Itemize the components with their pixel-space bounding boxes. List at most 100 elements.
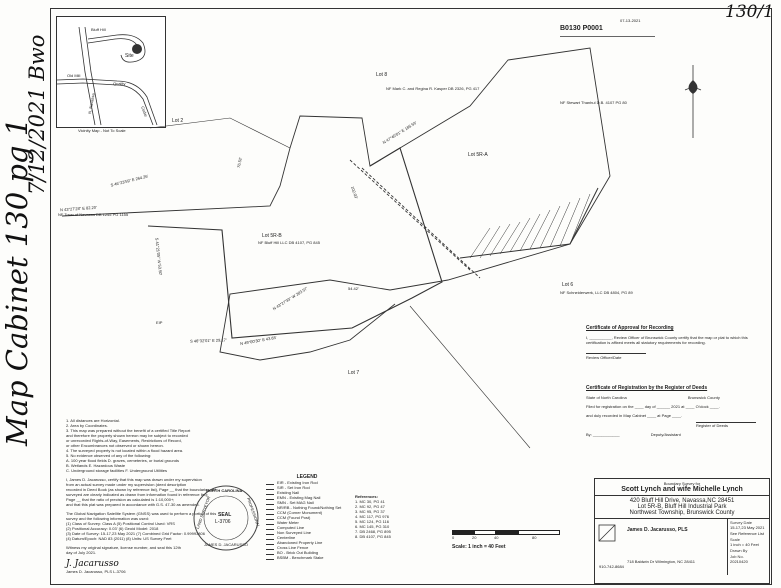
legend-item: BO - Brick Out Building <box>266 550 348 555</box>
vicinity-road-bluff-hill: Bluff Hill <box>91 27 106 32</box>
legend-title: LEGEND <box>296 474 318 480</box>
gnss-line: (2) Positional Accuracy: 0.03' (6) Geoid… <box>66 526 159 531</box>
legend-item: Water Meter <box>266 520 348 525</box>
owner-kasper-label: NF Mark C. and Regina R. Kasper DB 2326,… <box>386 86 480 91</box>
vicinity-map: Bluff Hill Old Mill N. Navassa Quality C… <box>56 16 166 128</box>
scale-bar-graphic <box>452 530 572 535</box>
legend-item-label: Abandoned Property Line <box>277 540 323 545</box>
registration-deputy: Deputy/Assistant <box>650 432 681 437</box>
legend-item: Non Surveyed Line <box>266 530 348 535</box>
surveyor-seal: NORTH CAROLINA PROFESSIONAL LAND SURVEYO… <box>192 484 261 552</box>
legend-item-label: NR/RB - Nothing Found/Nothing Set <box>277 505 342 510</box>
plat-drawing <box>61 47 611 449</box>
legend-item-label: Computed Line <box>277 525 305 530</box>
stamp-book-page: B0130 P0001 <box>560 25 603 32</box>
legend-symbol-icon <box>266 516 274 520</box>
title-township: Northwest Township, Brunswick County <box>629 510 735 516</box>
approval-heading: Certificate of Approval for Recording <box>586 325 674 331</box>
title-block: Boundary Survey for Scott Lynch and wife… <box>594 478 770 584</box>
scale-tick-0: 0 <box>452 535 455 540</box>
legend-item: BSBM - Benchmark Stake <box>266 555 348 560</box>
legend-item: CCM (Corner Monument) <box>266 510 348 515</box>
title-address: 420 Bluff Hill Drive, Navassa,NC 28451 <box>629 498 735 504</box>
legend-item: Existing Nail <box>266 490 348 495</box>
survey-date: 15-17,23 May 2021 <box>730 525 765 530</box>
lot-5rb-boundary <box>147 147 443 339</box>
legend-item-label: Non Surveyed Line <box>277 530 312 535</box>
legend-item: Abandoned Property Line <box>266 540 348 545</box>
reference-item: 7. DB 2468, PG 895 <box>355 529 391 534</box>
gnss-line: (1) Class of Survey: Class A (5) Positio… <box>66 521 175 526</box>
note-line: C. Underground storage facilities F. Und… <box>66 468 167 473</box>
certification-line: Page __ that the ratio of precision as c… <box>66 497 175 502</box>
vicinity-site-label: Site <box>125 53 134 59</box>
approval-signer: Review Officer/Date <box>586 353 646 360</box>
easement-line <box>349 159 471 271</box>
reference-item: 4. MC 117, PG 976 <box>355 514 389 519</box>
seal-top-text: NORTH CAROLINA <box>206 488 243 493</box>
legend-symbol-icon <box>266 496 274 500</box>
plat-sheet <box>50 8 772 585</box>
lot-7-label: Lot 7 <box>348 370 360 376</box>
seal-middle-text: SEAL <box>218 512 232 518</box>
legend-item: Computed Line <box>266 525 348 530</box>
stamp-rule <box>560 32 655 37</box>
legend-symbol-icon <box>266 541 274 545</box>
legend-symbol-icon <box>266 551 274 555</box>
scale-block-value: 1 inch = 40 Feet <box>730 542 759 547</box>
legend-item: EIR - Existing Iron Rod <box>266 480 348 485</box>
gnss-line: The Global Navigation Satellite System (… <box>66 511 217 516</box>
legend-item-label: SMN - Set MAG Nail <box>277 500 314 505</box>
title-heading: Boundary Survey for <box>663 481 701 486</box>
scale-bar: 0 20 40 80 Scale: 1 inch = 40 Feet <box>452 530 572 550</box>
approval-certificate: Certificate of Approval for Recording I,… <box>586 325 764 360</box>
legend-item: Cross Line Fence <box>266 545 348 550</box>
certification-line: surveyed are clearly indicated as drawn … <box>66 492 209 497</box>
legend-item-label: BO - Brick Out Building <box>277 550 319 555</box>
lot-8-label: Lot 8 <box>376 72 388 78</box>
registration-certificate: Certificate of Registration by the Regis… <box>586 385 764 437</box>
reference-item: 8. DB 4107, PG 845 <box>355 534 391 539</box>
lot-line-2 <box>149 117 291 149</box>
references-title: References: <box>355 494 378 499</box>
scale-tick-2: 40 <box>494 535 499 540</box>
iron-label: EIP <box>156 320 163 325</box>
approval-body: I, __________, Review Officer of Brunswi… <box>586 335 748 345</box>
title-lot: Lot 5R-B, Bluff Hill Industrial Park <box>637 504 727 510</box>
scale-label: Scale: 1 inch = 40 Feet <box>452 544 506 550</box>
note-line: B. Wetlands E. Hazardous Waste <box>66 463 126 468</box>
registration-register: Register of Deeds <box>696 422 756 428</box>
scale-tick-3: 80 <box>532 535 537 540</box>
legend-item-label: EIR - Existing Iron Rod <box>277 480 318 485</box>
note-line: or other Encumbrances not observed or sh… <box>66 443 164 448</box>
hatch-boundary <box>459 187 599 259</box>
firm-phone: 910-742-8684 <box>599 564 624 569</box>
note-line: 5. No evidence observed of any of the fo… <box>66 453 152 458</box>
legend-item-label: Cross Line Fence <box>277 545 309 550</box>
date-handwritten-note: 7/12/2021 Bwo <box>25 34 49 195</box>
reference-item: 5. MC 124, PG 116 <box>355 519 389 524</box>
gnss-line: (4) Datum/Epoch: NAD 83 (2011) (8) Units… <box>66 536 172 541</box>
note-line: 3. This map was prepared without the ben… <box>66 428 191 433</box>
legend-symbol-icon <box>266 491 274 495</box>
note-line: and therefore the property shown hereon … <box>66 433 188 438</box>
scale-tick-1: 20 <box>472 535 477 540</box>
reference-item: 2. MC 92, PG 47 <box>355 504 385 509</box>
owner-schneiderwerk-label: NF Schneiderwerk, LLC DB 4804, PG 89 <box>560 290 633 295</box>
legend-symbol-icon <box>266 481 274 485</box>
firm-logo-icon <box>598 524 616 542</box>
vicinity-road-old-mill: Old Mill <box>67 73 81 78</box>
legend-item-label: CCM (Corner Monument) <box>277 510 323 515</box>
legend-symbol-icon <box>266 546 274 550</box>
lot-line-7 <box>409 305 531 449</box>
note-line: 2. Area by Coordinates. <box>66 423 108 428</box>
certification-line: recorded in Deed Book (as shown by refer… <box>66 487 217 492</box>
legend-item-label: SIR - Set Iron Rod <box>277 485 310 490</box>
job-number: 20210420 <box>730 559 748 564</box>
north-arrow-icon <box>684 65 702 138</box>
legend-item-label: EMN - Existing Mag Nail <box>277 495 321 500</box>
legend-symbol-icon <box>266 501 274 505</box>
certification-line: and that this plat was prepared in accor… <box>66 502 200 507</box>
